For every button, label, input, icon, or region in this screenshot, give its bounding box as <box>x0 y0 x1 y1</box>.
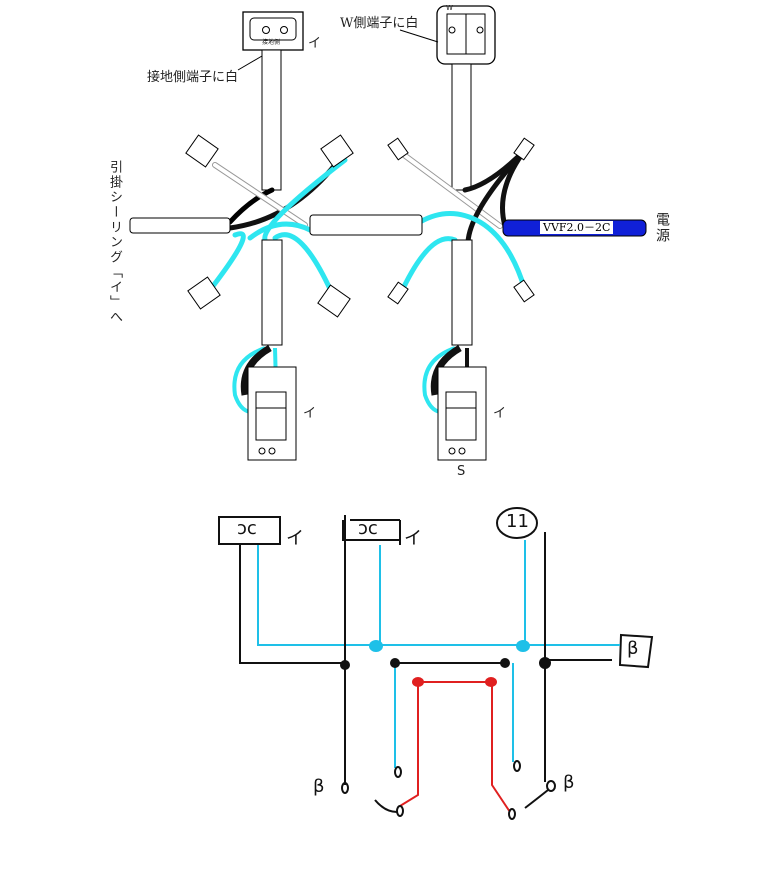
sketch-left-switch-label: β <box>313 776 325 797</box>
sketch-box1-mark: イ <box>286 528 304 549</box>
connector-left-bottom <box>187 276 221 310</box>
connector-left-top <box>185 134 219 168</box>
vvf-cable-label: VVF2.0－2C <box>540 221 614 234</box>
switch-cable-right <box>451 239 473 346</box>
ceiling-cable <box>261 49 282 191</box>
ceiling-rosette <box>242 11 304 51</box>
ceiling-mark: イ <box>308 36 322 51</box>
outlet-note-arrow <box>399 29 439 43</box>
connectors <box>185 134 535 318</box>
power-label: 電源 <box>654 212 670 244</box>
sketch-wires <box>218 507 654 820</box>
outlet-note: W側端子に白 <box>340 16 419 31</box>
ceiling-note: 接地側端子に白 <box>147 70 239 85</box>
sketch-outlet-label: 11 <box>506 511 529 532</box>
switch-right-mark: イ <box>493 406 507 421</box>
sketch-box2-label: ɔc <box>358 518 378 539</box>
sketch-box2-mark: イ <box>404 528 422 549</box>
sketch-junction-dots <box>340 640 551 687</box>
ceiling-note-arrow <box>237 55 263 71</box>
sleeve-4 <box>513 279 535 303</box>
switch-right <box>437 366 487 461</box>
sketch-power-box-label: β <box>627 638 639 659</box>
right-junction-wires <box>397 147 528 298</box>
connector-right-bottom <box>317 284 351 318</box>
sleeve-1 <box>387 137 409 161</box>
switch-symbol: S <box>457 464 466 479</box>
left-junction-wires <box>207 157 348 303</box>
connector-right-top <box>320 134 354 168</box>
ceiling-terminal-text: 接地側 <box>262 39 281 46</box>
middle-cable <box>309 214 423 236</box>
outlet <box>436 5 496 65</box>
sketch-box1-label: ɔc <box>237 518 257 539</box>
outlet-w-mark: W <box>446 4 453 12</box>
left-cable <box>129 217 231 234</box>
sleeve-3 <box>387 281 409 305</box>
sleeve-2 <box>513 137 535 161</box>
left-side-label: 引掛シーリング「イ」へ <box>107 160 122 325</box>
outlet-cable <box>451 63 472 191</box>
switch-left-mark: イ <box>303 406 317 421</box>
switch-cable-left <box>261 239 283 346</box>
sketch-right-switch-label: β <box>563 772 575 793</box>
switch-left <box>247 366 297 461</box>
